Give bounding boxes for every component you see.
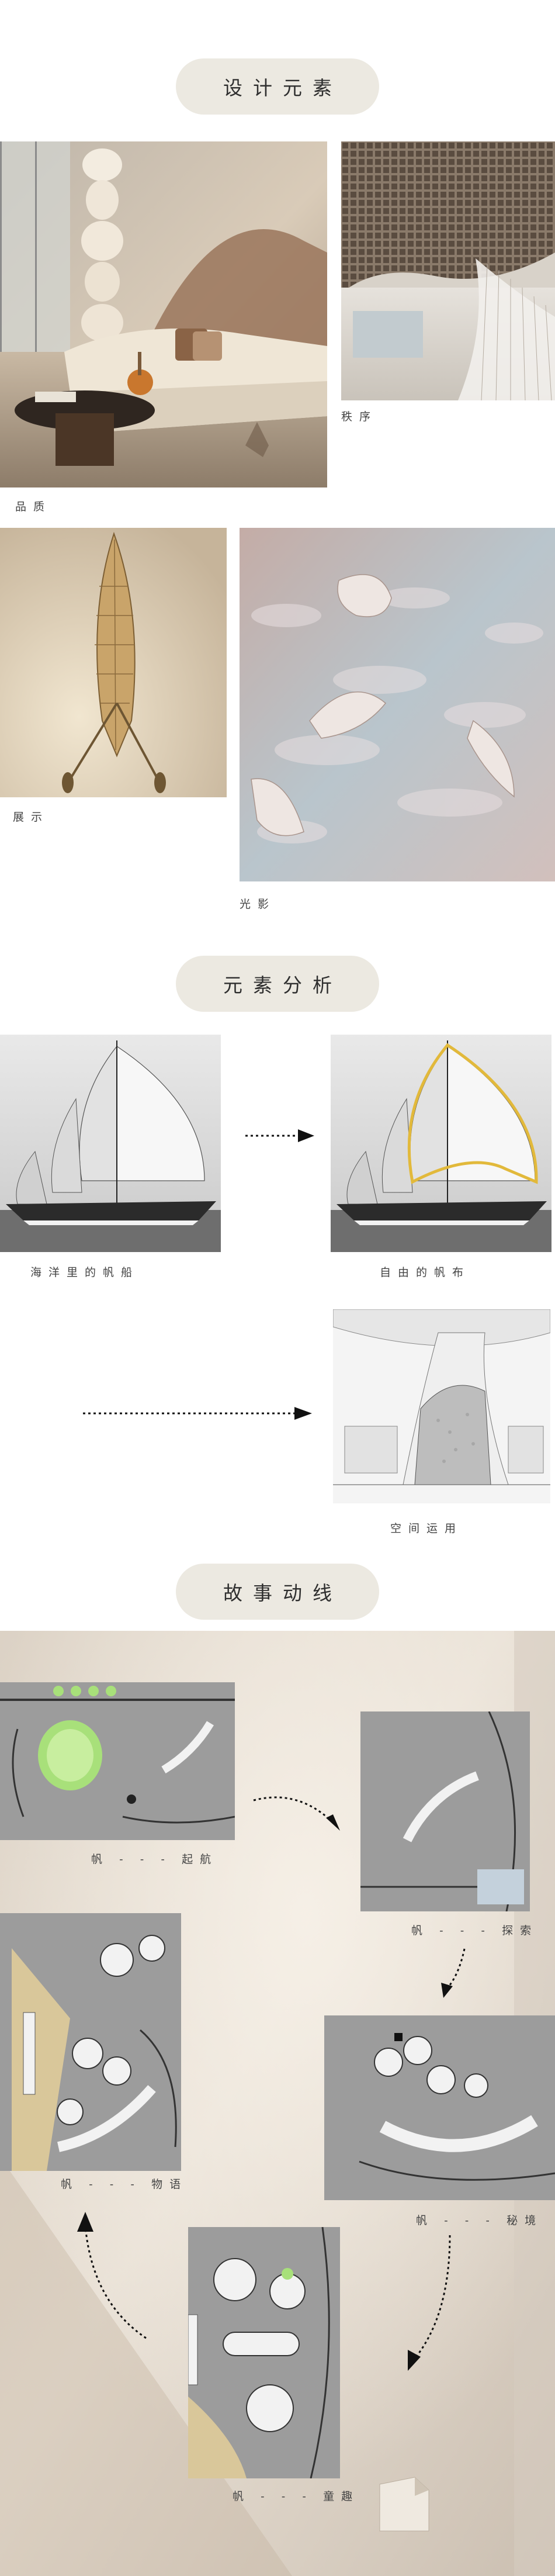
photo-space-use-sketch xyxy=(333,1309,550,1503)
section-title-element-analysis: 元素分析 xyxy=(176,956,379,1012)
floor-plan-secret-realm xyxy=(324,2015,555,2200)
photo-quality-living-room xyxy=(0,141,327,487)
caption-light-shadow: 光影 xyxy=(240,898,276,911)
dotted-curved-arrow-icon xyxy=(435,1946,470,1999)
dotted-curved-arrow-icon xyxy=(69,2208,151,2343)
plan-label-secret-realm: 帆 - - - 秘境 xyxy=(416,2215,543,2227)
section-title-text: 元素分析 xyxy=(223,974,342,996)
section-title-design-elements: 设计元素 xyxy=(176,58,379,115)
dotted-arrow-right-icon xyxy=(244,1127,315,1144)
dotted-curved-arrow-icon xyxy=(251,1789,345,1835)
photo-display-boat-model xyxy=(0,528,227,797)
caption-space-use: 空间运用 xyxy=(390,1523,463,1535)
caption-quality: 品质 xyxy=(15,501,52,513)
floor-plan-story xyxy=(0,1913,181,2171)
floor-plan-set-sail xyxy=(0,1682,235,1840)
floor-plan-explore xyxy=(360,1711,530,1911)
caption-order: 秩序 xyxy=(341,411,378,423)
caption-free-sail: 自由的帆布 xyxy=(380,1267,471,1279)
floor-plan-childhood xyxy=(188,2227,340,2478)
section-title-story-route: 故事动线 xyxy=(176,1564,379,1620)
caption-ocean-sailboat: 海洋里的帆船 xyxy=(30,1267,140,1279)
photo-ocean-sailboat xyxy=(0,1035,221,1252)
dotted-arrow-right-icon xyxy=(82,1405,313,1422)
plan-label-explore: 帆 - - - 探索 xyxy=(411,1925,539,1937)
section-title-text: 故事动线 xyxy=(223,1582,342,1604)
photo-order-ceiling xyxy=(341,141,555,400)
caption-display: 展示 xyxy=(13,811,50,824)
plan-label-childhood: 帆 - - - 童趣 xyxy=(233,2491,360,2503)
photo-light-shadow-koi xyxy=(240,528,555,881)
decor-box xyxy=(374,2473,432,2540)
photo-free-sail-highlight xyxy=(331,1035,551,1252)
plan-label-set-sail: 帆 - - - 起航 xyxy=(91,1854,218,1866)
dotted-curved-arrow-icon xyxy=(403,2233,456,2373)
section-title-text: 设计元素 xyxy=(223,77,342,99)
plan-label-story: 帆 - - - 物语 xyxy=(61,2179,188,2191)
